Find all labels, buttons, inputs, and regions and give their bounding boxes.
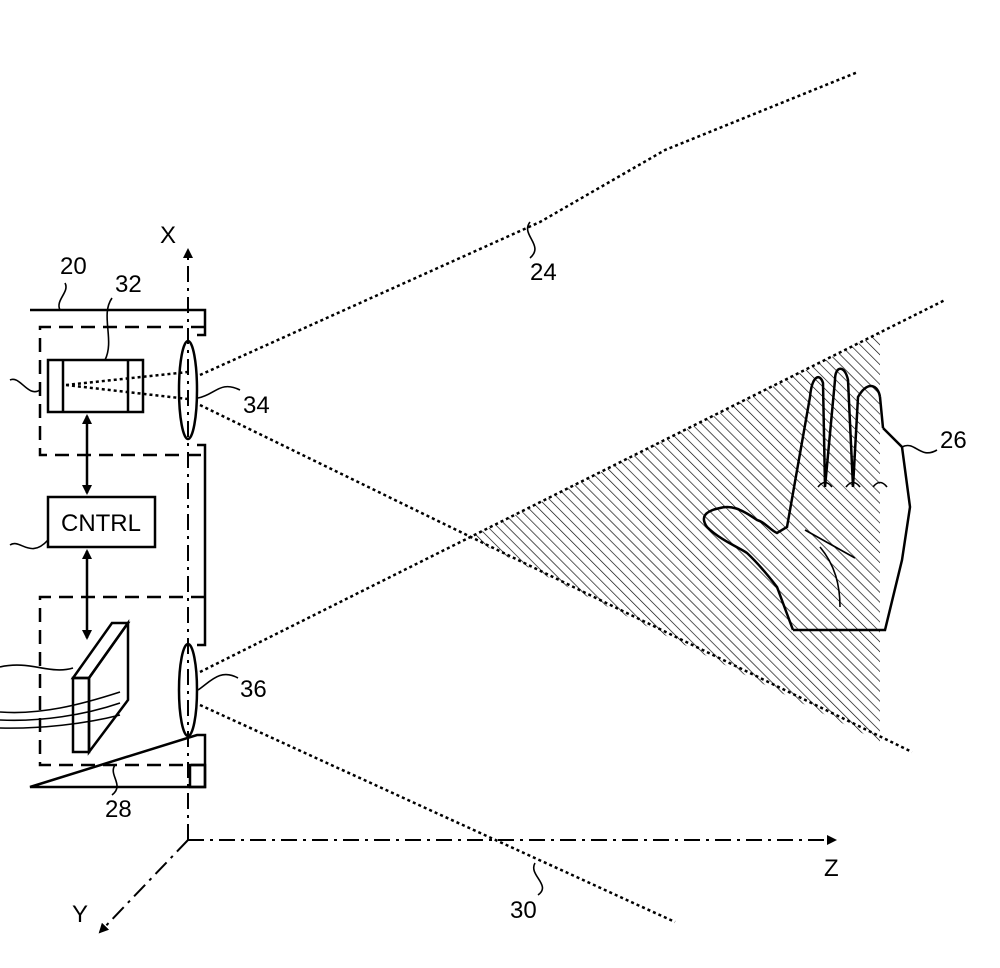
y-axis	[98, 839, 189, 934]
projection-field	[199, 298, 946, 924]
ref-30: 30	[510, 897, 537, 924]
housing-corner-block	[188, 763, 207, 789]
hand	[702, 367, 912, 632]
coordinate-axes: X Z Y	[72, 222, 839, 934]
x-axis-label: X	[160, 222, 176, 249]
y-axis-label: Y	[72, 901, 88, 928]
reference-numerals: 20 32 24 34 26 36 28 30	[58, 221, 967, 924]
image-sensor	[46, 358, 189, 414]
ref-28: 28	[105, 796, 132, 823]
overlap-region-hatch	[469, 333, 880, 742]
leader-offscreen-1	[9, 378, 41, 393]
leader-offscreen-2	[9, 539, 49, 550]
controller-box	[46, 495, 157, 549]
imaging-lens	[177, 339, 199, 441]
ref-24: 24	[530, 259, 557, 286]
projection-lens	[177, 642, 199, 738]
leader-offscreen-3	[0, 664, 74, 671]
imaging-module-outline	[38, 325, 205, 457]
ref-26: 26	[940, 427, 967, 454]
illumination-module-outline	[38, 595, 205, 767]
z-axis-label: Z	[824, 855, 839, 882]
imaging-field-of-view	[199, 70, 913, 754]
ref-36: 36	[240, 676, 267, 703]
ref-32: 32	[115, 271, 142, 298]
controller-label: CNTRL	[61, 510, 141, 537]
ref-20: 20	[60, 253, 87, 280]
light-source-slab	[0, 619, 131, 756]
ref-34: 34	[243, 392, 270, 419]
